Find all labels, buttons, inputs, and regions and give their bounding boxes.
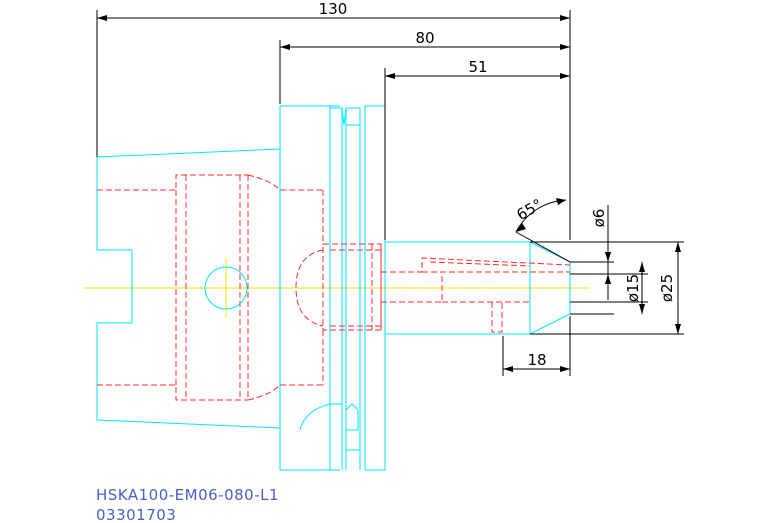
dim-clamp-diameter: ø15 (624, 274, 642, 302)
centerline (84, 258, 590, 318)
cross-hole (204, 266, 248, 310)
dim-nose-diameter: ø25 (658, 274, 676, 302)
dim-bore-diameter: ø6 (590, 209, 608, 228)
dim-gauge-length: 80 (415, 29, 434, 47)
dim-nose-length: 18 (527, 351, 546, 369)
part-number-label: HSKA100-EM06-080-L1 (96, 486, 280, 504)
dim-overall-length: 130 (319, 0, 348, 18)
dim-angle: 65° (513, 195, 545, 224)
order-code-label: 03301703 (96, 506, 177, 523)
dimension-lines (96, 10, 684, 376)
hidden-features (97, 174, 571, 401)
holder-outline (96, 105, 571, 471)
dim-collet-length: 51 (468, 58, 487, 76)
